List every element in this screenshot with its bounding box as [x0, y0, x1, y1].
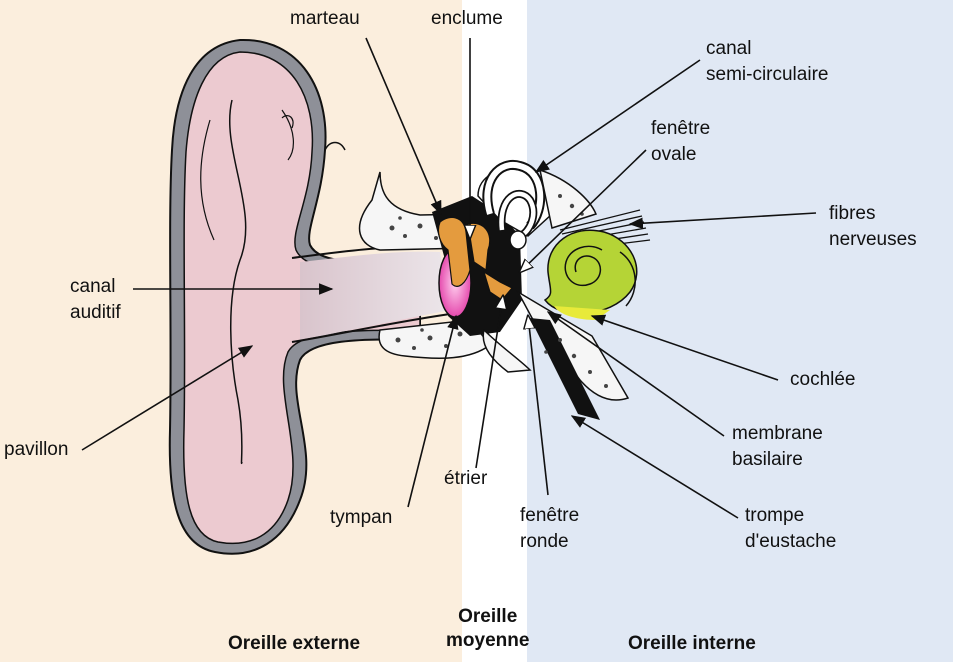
membrane-pointer: [546, 311, 725, 437]
label-marteau: marteau: [290, 8, 360, 29]
fibres-pointer: [628, 212, 817, 229]
label-cochlee: cochlée: [790, 369, 856, 390]
leader-lines: [81, 37, 817, 519]
label-membrane-basilaire: membrane basilaire: [732, 423, 823, 470]
pavillon-pointer: [81, 345, 254, 451]
cochlea: [543, 229, 638, 320]
cochlee-pointer: [590, 314, 779, 381]
label-tympan: tympan: [330, 507, 393, 528]
fenetre-ovale-pointer: [520, 149, 647, 272]
label-trompe-eustache: trompe d'eustache: [745, 505, 837, 552]
fenetre-ronde-pointer: [528, 316, 549, 496]
label-enclume: enclume: [431, 8, 503, 29]
label-canal-semi-circulaire: canal semi-circulaire: [706, 38, 829, 85]
etrier-pointer: [475, 296, 503, 469]
label-fibres-nerveuses: fibres nerveuses: [829, 203, 917, 250]
marteau-pointer: [365, 37, 442, 216]
label-etrier: étrier: [444, 468, 488, 489]
tympan-pointer: [407, 314, 459, 508]
label-pavillon: pavillon: [4, 439, 69, 460]
section-inner-ear: Oreille interne: [628, 633, 756, 654]
canal-semi-pointer: [534, 59, 701, 173]
trompe-pointer: [570, 415, 739, 519]
inner-ear-zone: [527, 0, 953, 662]
label-fenetre-ovale: fenêtre ovale: [651, 118, 711, 165]
semicircular-canals: [482, 159, 598, 250]
label-canal-auditif: canal auditif: [70, 276, 121, 323]
label-fenetre-ronde: fenêtre ronde: [520, 505, 580, 552]
section-middle-ear: Oreille moyenne: [446, 606, 530, 651]
section-outer-ear: Oreille externe: [228, 633, 361, 654]
eustachian-tube: [516, 289, 630, 420]
